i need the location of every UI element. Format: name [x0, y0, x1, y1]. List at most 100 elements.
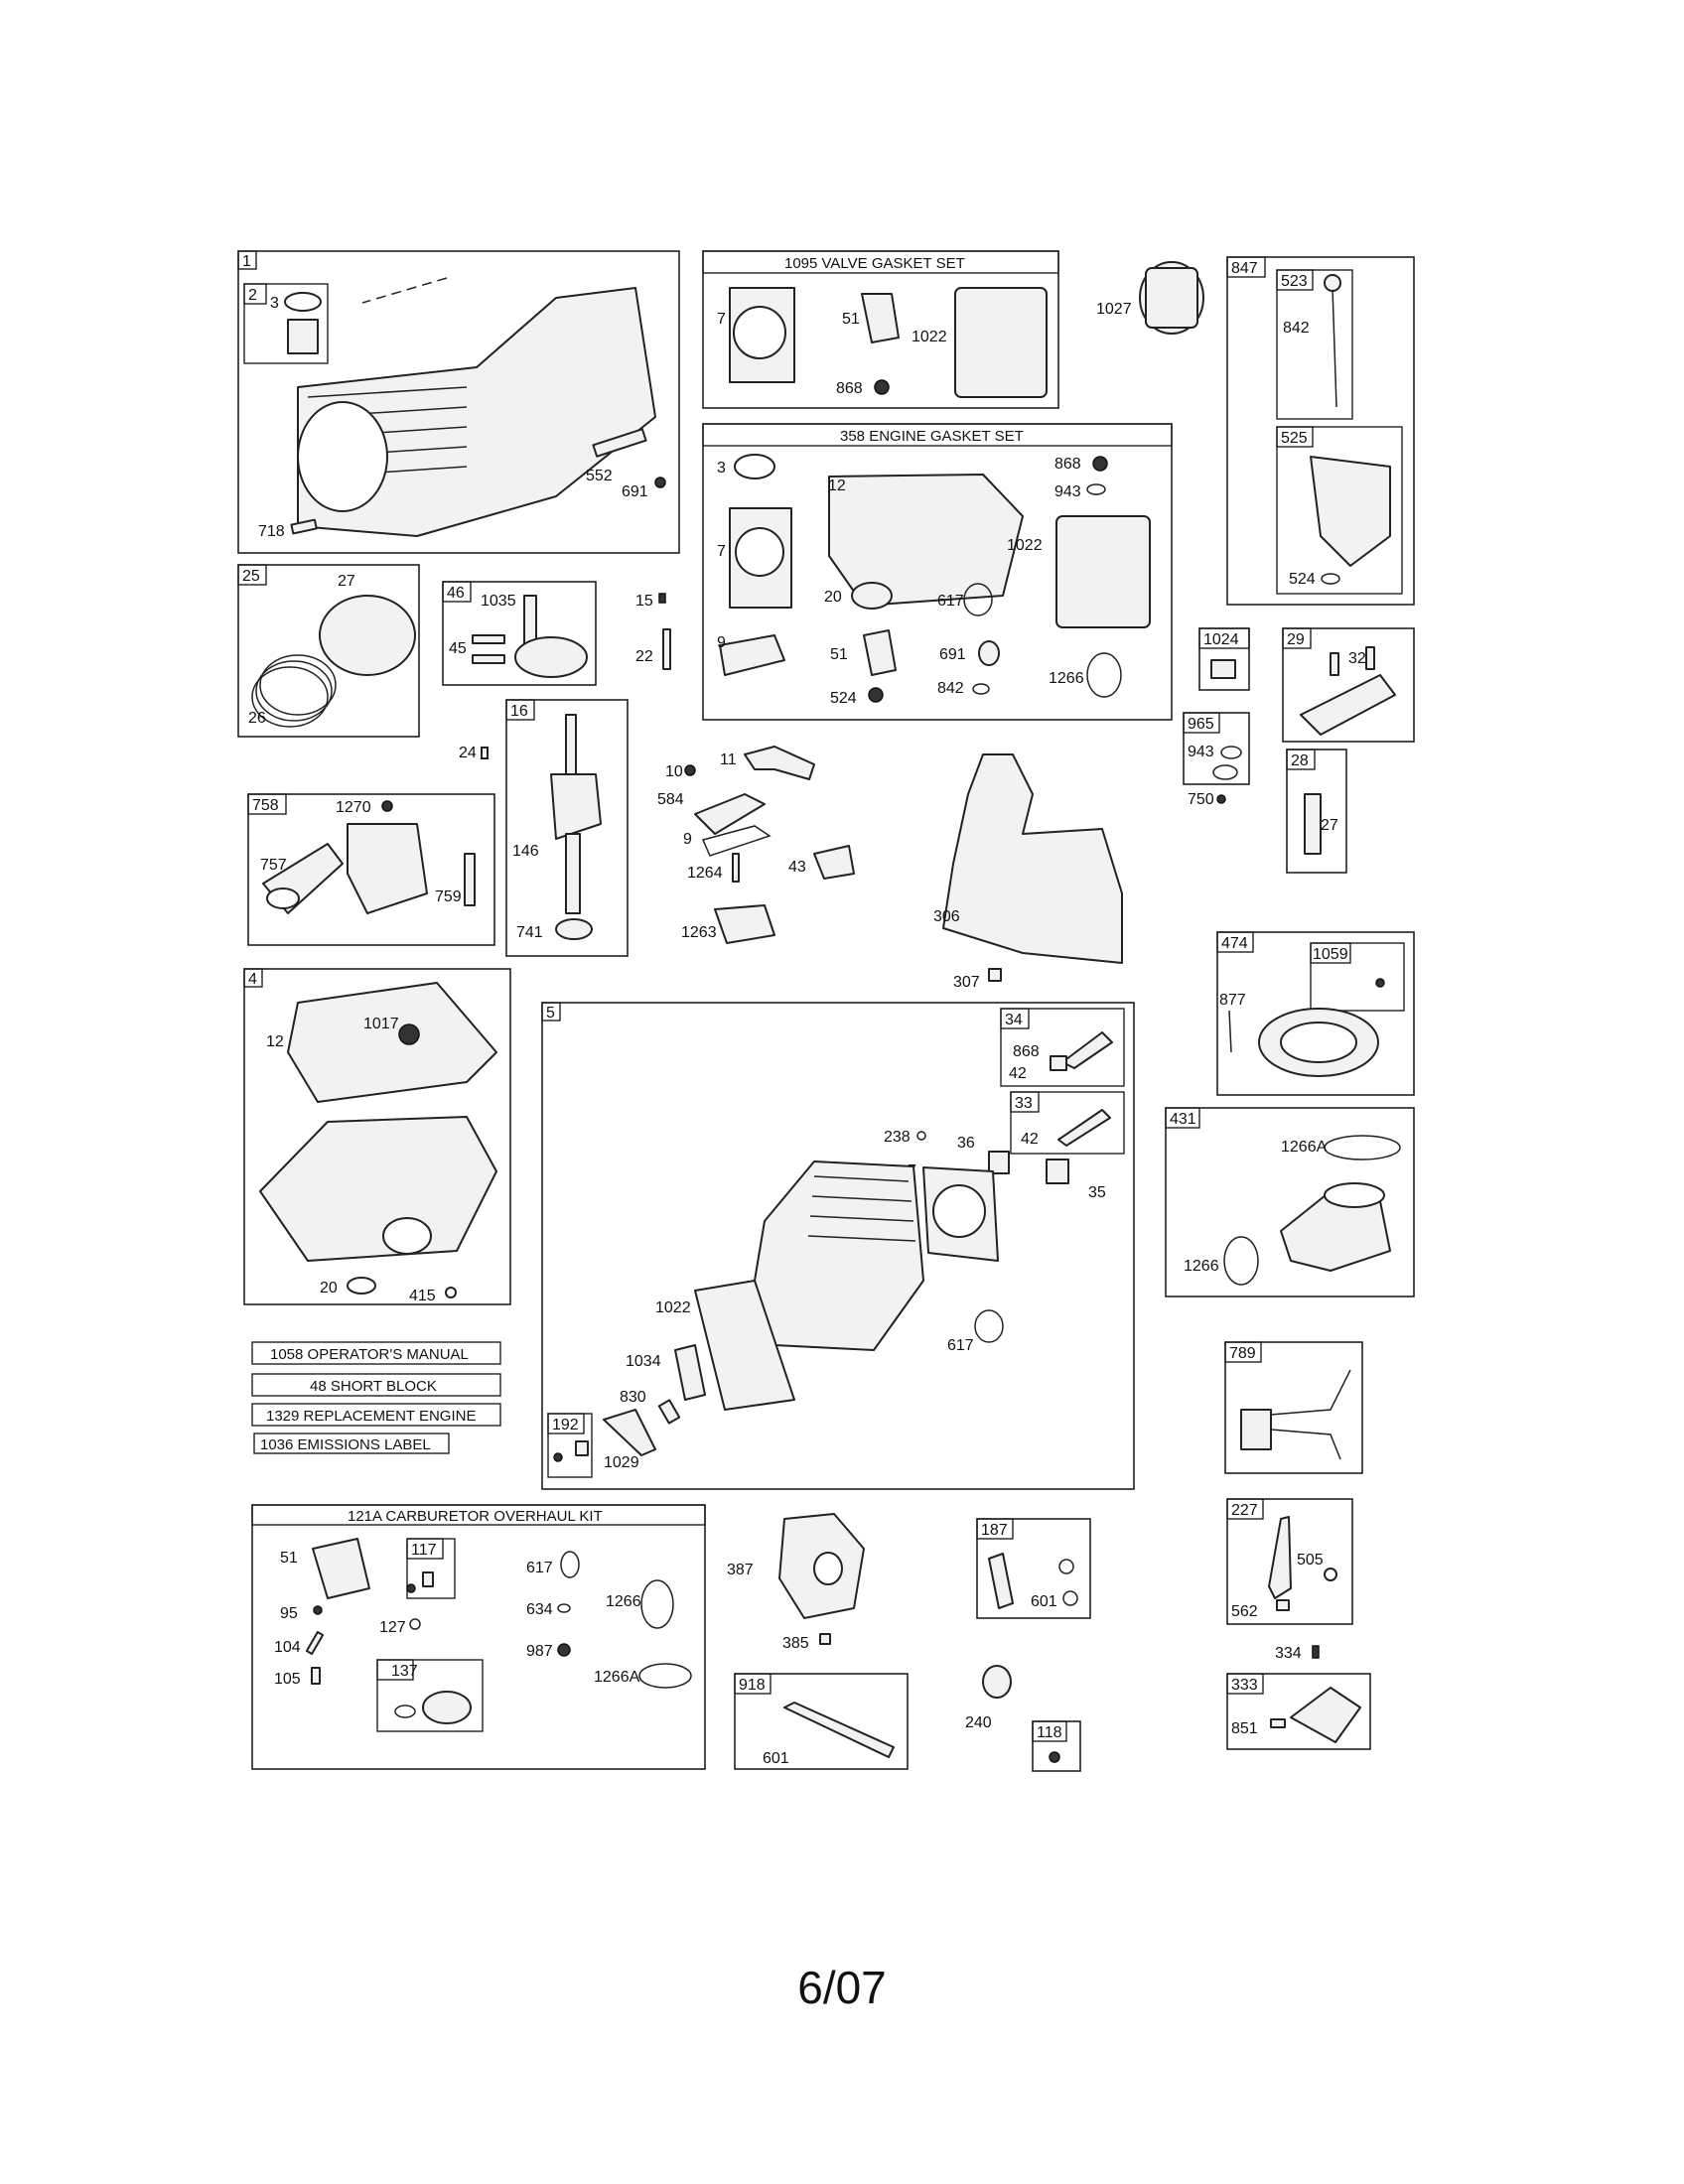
- group-reference-items: 1058 OPERATOR'S MANUAL 48 SHORT BLOCK 13…: [251, 1341, 501, 1454]
- fuel-line-part: [783, 1702, 895, 1758]
- callout-634: 634: [526, 1601, 553, 1618]
- box-number-523: 523: [1281, 273, 1308, 290]
- callout-9: 9: [717, 634, 726, 651]
- gasket-51-b-part: [863, 629, 897, 676]
- group-oil-filter: 1027: [1096, 261, 1204, 335]
- harness-connector-part: [1240, 1409, 1272, 1450]
- connecting-rod-part: [1300, 674, 1396, 736]
- dipstick-part: [1332, 287, 1337, 408]
- shield-1263-part: [714, 904, 775, 944]
- callout-3-b: 3: [717, 460, 726, 477]
- box-number-117: 117: [411, 1542, 437, 1559]
- engine-gasket-set-title: 358 ENGINE GASKET SET: [840, 428, 1024, 445]
- intake-valve-part: [1057, 1109, 1111, 1147]
- box-number-5: 5: [546, 1005, 555, 1022]
- seal-part: [284, 292, 322, 312]
- callout-1027: 1027: [1096, 301, 1132, 318]
- piston-rings-part: [251, 666, 329, 728]
- group-intake-manifold: 431 1266A 1266: [1165, 1107, 1415, 1297]
- seal-20-part: [851, 582, 893, 610]
- cylinder-block-part: [297, 287, 656, 537]
- callout-584: 584: [657, 791, 684, 808]
- box-number-187: 187: [981, 1522, 1008, 1539]
- group-cylinder: 1 2 3 552 691 718: [237, 250, 680, 554]
- camshaft-part: [523, 595, 537, 646]
- box-number-118: 118: [1037, 1724, 1062, 1741]
- control-bracket-part: [1290, 1687, 1361, 1743]
- wrist-pin-part: [1304, 793, 1322, 855]
- box-number-1059: 1059: [1313, 946, 1348, 963]
- callout-95: 95: [280, 1605, 298, 1622]
- part-759: [464, 853, 476, 906]
- sleeve-part: [287, 319, 319, 354]
- callout-877: 877: [1219, 992, 1246, 1009]
- box-number-227: 227: [1231, 1502, 1258, 1519]
- box-number-474: 474: [1221, 935, 1248, 952]
- callout-691-b: 691: [939, 646, 966, 663]
- callout-987: 987: [526, 1643, 553, 1660]
- box-number-918: 918: [739, 1677, 766, 1694]
- callout-104: 104: [274, 1639, 301, 1656]
- box-number-789: 789: [1229, 1345, 1256, 1362]
- callout-32: 32: [1348, 650, 1366, 667]
- callout-691: 691: [622, 483, 648, 500]
- governor-arm-part: [813, 845, 855, 880]
- group-wire-harness: 789: [1224, 1341, 1363, 1474]
- box-number-4: 4: [248, 971, 257, 988]
- callout-15: 15: [635, 593, 653, 610]
- box-number-1: 1: [242, 253, 251, 270]
- callout-1264: 1264: [687, 865, 723, 882]
- box-number-192: 192: [552, 1417, 579, 1433]
- callout-868-c: 868: [1013, 1043, 1040, 1060]
- callout-601: 601: [1031, 1593, 1057, 1610]
- callout-415: 415: [409, 1288, 436, 1304]
- callout-757: 757: [260, 857, 287, 874]
- callout-26: 26: [248, 710, 266, 727]
- callout-1266-b: 1266: [1184, 1258, 1219, 1275]
- callout-10: 10: [665, 763, 683, 780]
- callout-240: 240: [965, 1714, 992, 1731]
- callout-943: 943: [1054, 483, 1081, 500]
- callout-851: 851: [1231, 1720, 1258, 1737]
- callout-43: 43: [788, 859, 806, 876]
- callout-27: 27: [338, 573, 355, 590]
- cylinder-head-part: [754, 1160, 924, 1351]
- callout-51-c: 51: [280, 1550, 298, 1567]
- callout-1263: 1263: [681, 924, 717, 941]
- box-number-46: 46: [447, 585, 465, 602]
- group-camshaft: 46 1035 45: [442, 581, 597, 686]
- callout-20: 20: [824, 589, 842, 606]
- callout-1022: 1022: [912, 329, 947, 345]
- callout-842: 842: [937, 680, 964, 697]
- box-number-965: 965: [1188, 716, 1214, 733]
- callout-718: 718: [258, 523, 285, 540]
- crankshaft-part: [550, 773, 602, 840]
- callout-868: 868: [836, 380, 863, 397]
- part-758: [347, 823, 428, 914]
- reference-item-emissions-label: 1036 EMISSIONS LABEL: [260, 1436, 431, 1453]
- part-1024: [1210, 659, 1236, 679]
- callout-22: 22: [635, 648, 653, 665]
- group-blower-housing: 306 307: [933, 753, 1123, 991]
- dowel-pin-part: [592, 428, 647, 458]
- exhaust-valve-part: [1061, 1031, 1113, 1069]
- cover-gasket-part: [954, 287, 1048, 398]
- box-number-33: 33: [1015, 1095, 1033, 1112]
- part-1034: [674, 1344, 706, 1401]
- callout-51: 51: [842, 311, 860, 328]
- cover-gasket-c-part: [694, 1280, 795, 1411]
- crankcase-gasket-part: [828, 474, 1024, 607]
- box-number-525: 525: [1281, 430, 1308, 447]
- callout-24: 24: [459, 745, 477, 761]
- callout-7-b: 7: [717, 543, 726, 560]
- sump-part: [259, 1116, 497, 1262]
- sump-gasket-part: [287, 982, 497, 1103]
- callout-385: 385: [782, 1635, 809, 1652]
- group-control-bracket: 334 333 851: [1226, 1645, 1371, 1750]
- callout-12: 12: [828, 478, 846, 494]
- callout-617-b: 617: [947, 1337, 974, 1354]
- reference-item-operators-manual: 1058 OPERATOR'S MANUAL: [270, 1346, 469, 1363]
- piston-part: [319, 595, 416, 676]
- wire-harness-part: [1270, 1369, 1351, 1460]
